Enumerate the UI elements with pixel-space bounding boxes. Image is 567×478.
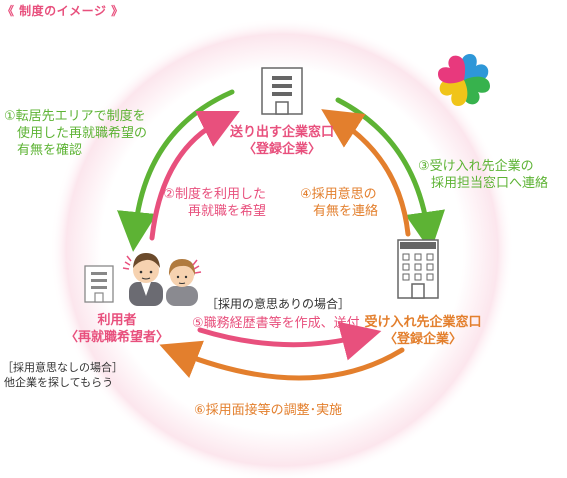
page-title: 《 制度のイメージ 》 [2,4,124,18]
step4-line2: 有無を連絡 [313,204,379,219]
step2-line1: ②制度を利用した [163,187,266,202]
no-hire-condition: ［採用意思なしの場合］ [2,361,123,374]
arrow-step6 [159,340,405,381]
sender-name: 送り出す企業窓口 [229,125,334,140]
office-building-icon [261,67,303,115]
step3-line1: ③受け入れ先企業の [418,159,534,174]
step2-text: ②制度を利用した 再就職を希望 [162,186,266,220]
clover-heart-logo [438,54,490,106]
sender-node-label: 送り出す企業窓口 〈登録企業〉 [222,124,342,158]
tall-office-building-icon [397,239,439,299]
small-building-icon [84,265,114,303]
step5-condition: ［採用の意思ありの場合］ [206,297,351,311]
receiver-type: 〈登録企業〉 [383,332,462,347]
arrow-step4 [321,109,411,237]
people-icon [122,253,202,306]
step3-line2: 採用担当窓口へ連絡 [431,176,549,191]
step6-text: ⑥採用面接等の調整･実施 [194,403,343,418]
step4-text: ④採用意思の 有無を連絡 [300,186,378,220]
step2-line2: 再就職を希望 [187,204,266,219]
step1-line2: 使用した再就職希望の [17,126,148,141]
step4-line1: ④採用意思の [300,187,377,202]
user-node-label: 利用者 〈再就職希望者〉 [52,312,182,346]
sender-type: 〈登録企業〉 [242,142,321,157]
receiver-node-label: 受け入れ先企業窓口 〈登録企業〉 [348,314,498,348]
no-hire-action: 他企業を探してもらう [4,376,114,389]
step1-text: ①転居先エリアで制度を 使用した再就職希望の 有無を確認 [4,108,147,159]
receiver-name: 受け入れ先企業窓口 [364,315,482,330]
arrow-step1 [117,89,235,252]
user-type: 〈再就職希望者〉 [64,330,169,345]
user-name: 利用者 [97,313,137,328]
arrow-step2 [149,111,240,241]
step5-text: ⑤職務経歴書等を作成、送付 [192,316,360,331]
no-hire-note: ［採用意思なしの場合］ 他企業を探してもらう [2,360,123,390]
step1-line3: 有無を確認 [17,143,83,158]
step1-line1: ①転居先エリアで制度を [4,109,146,124]
arrow-step5 [197,321,382,361]
step3-text: ③受け入れ先企業の 採用担当窓口へ連絡 [418,158,548,192]
